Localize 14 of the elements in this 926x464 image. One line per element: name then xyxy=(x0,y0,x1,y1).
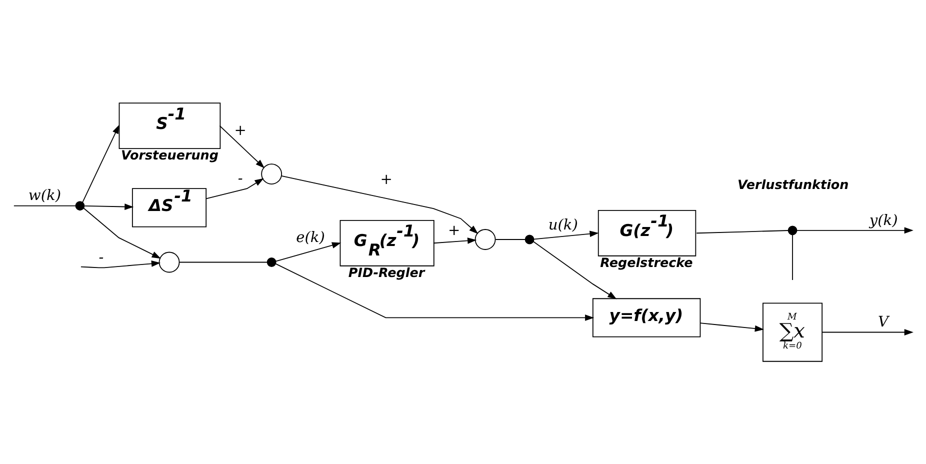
edge-label: u(k) xyxy=(548,216,578,234)
label: Verlustfunktion xyxy=(738,178,849,194)
edge-label: - xyxy=(238,170,243,187)
node-label: PID-Regler xyxy=(348,266,425,281)
edge-label: + xyxy=(234,122,246,139)
edge-label: V xyxy=(878,314,889,331)
edge-label: + xyxy=(448,222,460,239)
edge-label: e(k) xyxy=(296,229,325,246)
node-label: Vorsteuerung xyxy=(121,148,218,164)
node-label: Regelstrecke xyxy=(600,256,693,271)
edge-label: y(k) xyxy=(869,212,898,229)
edge-label: w(k) xyxy=(28,187,62,204)
edge-label: + xyxy=(380,170,392,188)
edge-label: - xyxy=(98,249,104,266)
